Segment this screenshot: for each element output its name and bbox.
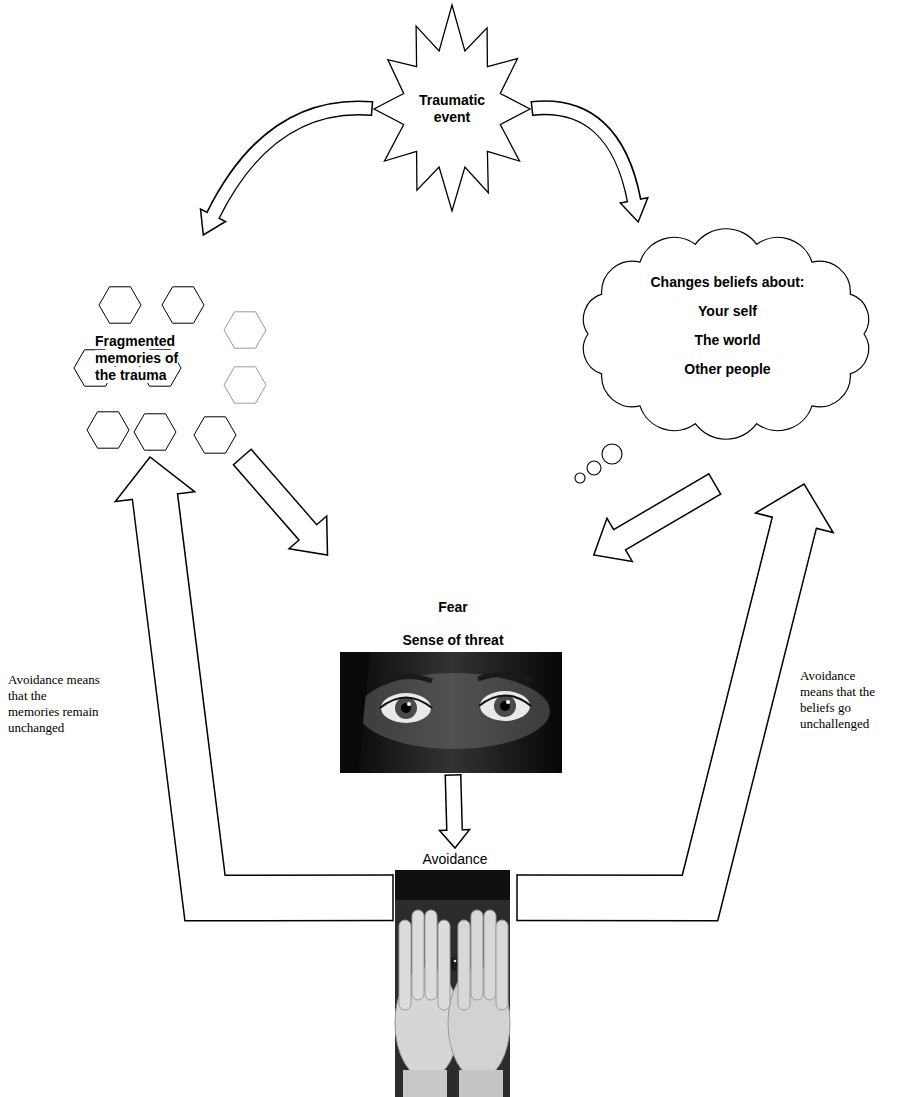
fear-label: Fear [300, 599, 606, 616]
arrow-shaft-fill [242, 457, 309, 534]
arrow-tail [708, 473, 721, 495]
belief-label: Your self [568, 303, 887, 320]
lid-line [380, 698, 432, 709]
arrow-tail [371, 101, 372, 116]
arrow-tail [516, 874, 518, 921]
arrow-shaft-fill [155, 495, 393, 898]
wrist [403, 1070, 447, 1097]
hexagon-outline [224, 367, 266, 403]
arrow-head [440, 830, 470, 848]
eye-glint [407, 702, 411, 706]
starburst-node: Traumatic event [372, 2, 532, 215]
hexagon-outline [134, 414, 176, 450]
block-arrow [440, 775, 470, 848]
shape-layer [393, 848, 517, 1097]
eye-glint [506, 700, 510, 704]
hexagon-outline [162, 287, 204, 323]
pupil [401, 703, 411, 713]
fear-label: Sense of threat [300, 632, 606, 649]
shape-layer [300, 555, 606, 775]
arrow-shaft-fill [532, 108, 634, 203]
block-arrow [115, 457, 393, 921]
arrow-tail [531, 101, 533, 116]
photo-ground [395, 870, 510, 1097]
wrist [459, 1070, 503, 1097]
block-arrow [531, 101, 648, 222]
arrow-shaft-fill [453, 775, 455, 832]
starburst-outline [374, 5, 530, 211]
hexagon-outline [87, 412, 129, 448]
finger [458, 920, 470, 1010]
shape-art [300, 555, 602, 775]
belief-label: Other people [568, 361, 887, 378]
arrow-shaft-fill [618, 484, 715, 541]
hexagon-outline [194, 417, 236, 453]
pupil [500, 701, 510, 711]
text-group: FearSense of threat [300, 599, 606, 649]
text-group: Avoidance [393, 851, 517, 868]
avoidance-photo-node: Avoidance [393, 848, 517, 1097]
hair [395, 870, 510, 900]
iris [494, 695, 516, 717]
text-group: Fragmented memories of the trauma [95, 333, 187, 384]
finger [471, 910, 483, 1000]
arrow-shaft-fill [212, 108, 372, 217]
belief-label: Changes beliefs about: [568, 274, 887, 291]
lid-line [479, 696, 531, 707]
hexagon-outline [224, 312, 266, 348]
thought-bubble [602, 444, 622, 464]
arrow-note: Avoidance means that the beliefs go unch… [800, 668, 884, 732]
arrow-tail [445, 774, 462, 776]
hair-strand [340, 652, 370, 773]
avoidance-label: Avoidance [393, 851, 517, 868]
finger [425, 910, 437, 1000]
iris [395, 697, 417, 719]
memory-label: Fragmented memories of the trauma [95, 333, 178, 383]
finger [399, 920, 411, 1010]
block-arrow [594, 473, 721, 561]
eye-white [381, 693, 431, 723]
fear-photo-node: FearSense of threat [300, 555, 606, 775]
finger [412, 910, 424, 1000]
arrow-tail [233, 449, 252, 465]
belief-label: The world [568, 332, 887, 349]
text-group: Changes beliefs about: Your selfThe world… [568, 274, 887, 390]
thought-bubble [575, 473, 585, 483]
brow [478, 674, 532, 681]
text-group: Traumatic event [372, 2, 532, 215]
hexagon-cluster-node: Fragmented memories of the trauma [68, 235, 273, 457]
face-shade [358, 673, 550, 749]
block-arrow [517, 484, 833, 921]
shape-art [568, 222, 883, 484]
hexagon-outline [99, 287, 141, 323]
eye [450, 957, 458, 971]
finger [484, 910, 496, 1000]
eye-white [480, 691, 530, 721]
arrow-tail [392, 874, 394, 921]
block-arrow [201, 101, 373, 235]
eye-glint [454, 960, 457, 963]
brow [380, 676, 432, 683]
thought-bubble [587, 461, 601, 475]
event-label: Traumatic event [410, 92, 494, 126]
shape-layer [568, 222, 887, 484]
finger [438, 920, 450, 1010]
arrow-note: Avoidance means that the memories remain… [8, 672, 100, 736]
block-arrow [233, 449, 328, 555]
shape-art [393, 848, 513, 1097]
finger [496, 920, 508, 1010]
photo-ground [340, 652, 562, 773]
thought-cloud-node: Changes beliefs about: Your selfThe world… [568, 222, 887, 484]
